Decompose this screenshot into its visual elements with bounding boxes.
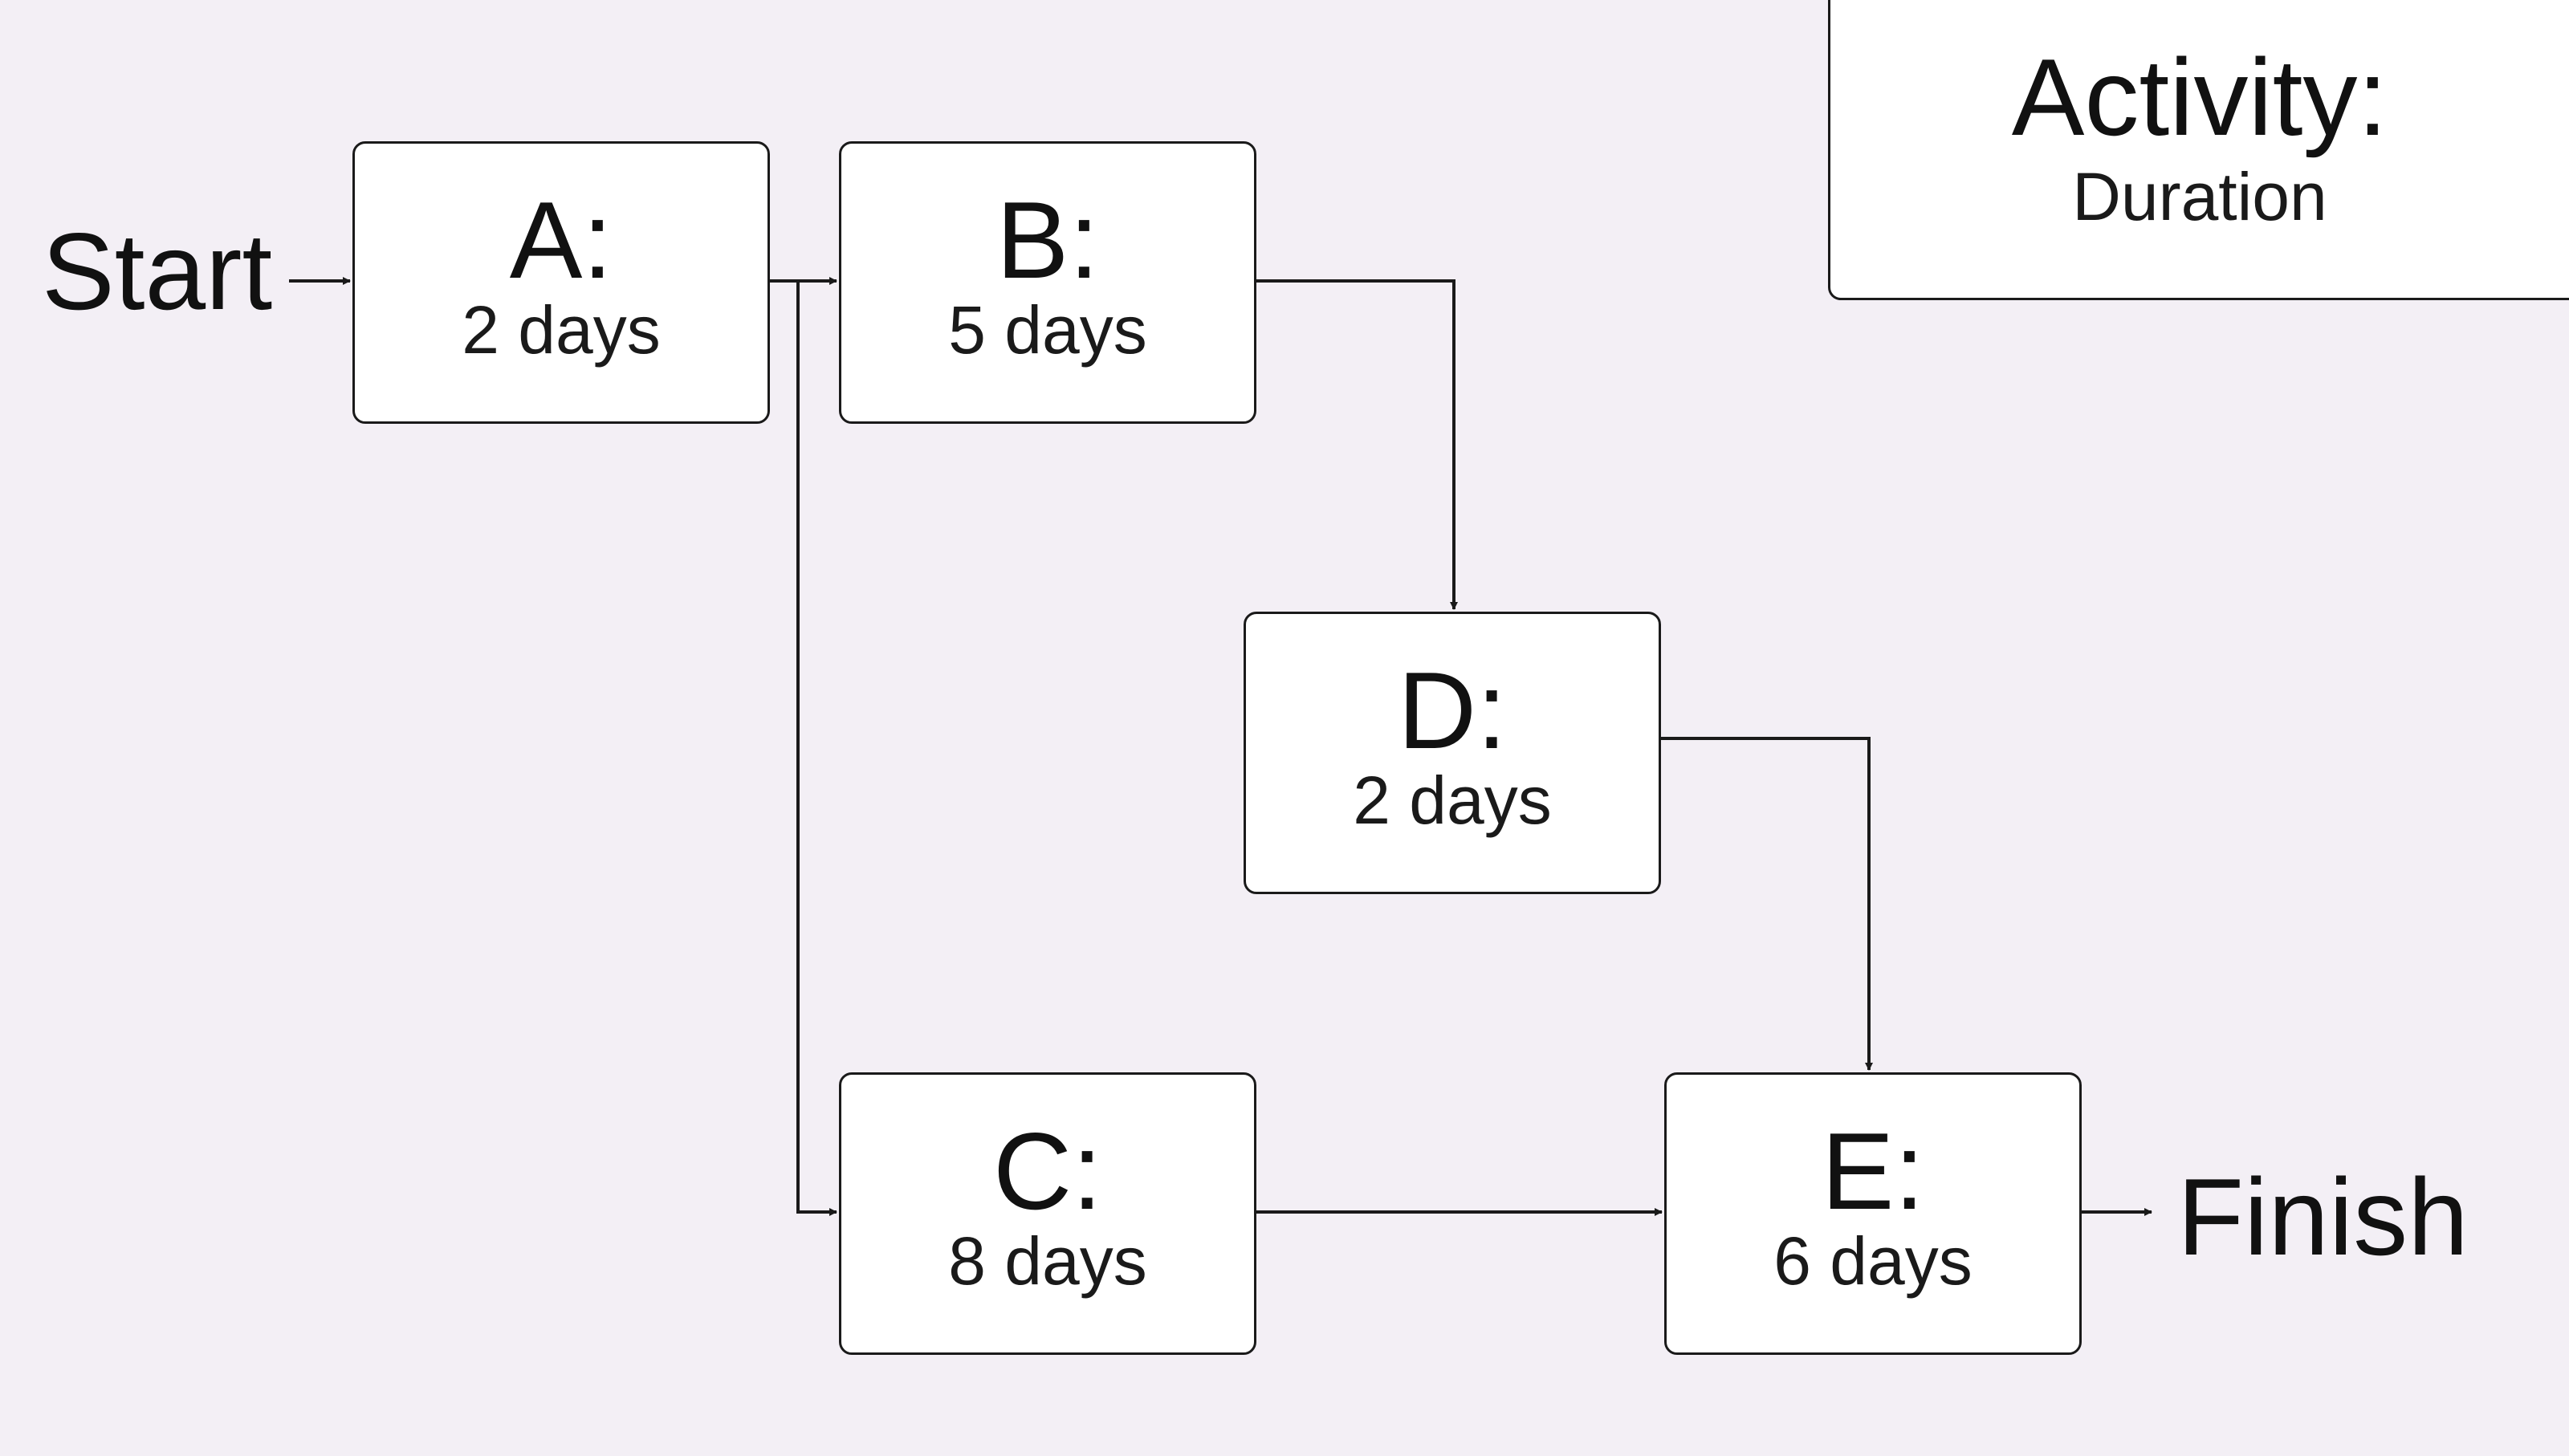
activity-title: B: [995,179,1100,301]
arrow-d-to-e [1661,737,1873,1071]
activity-node-e: E: 6 days [1664,1072,2082,1355]
activity-duration: 2 days [1353,763,1552,838]
legend-subtitle: Duration [2072,159,2327,234]
activity-title: C: [993,1110,1102,1232]
legend-box: Activity: Duration [1828,0,2569,300]
activity-duration: 6 days [1773,1223,1973,1299]
activity-title: D: [1398,649,1507,771]
activity-title: A: [509,179,613,301]
legend-title: Activity: [2011,36,2388,158]
finish-label: Finish [2177,1156,2469,1278]
activity-node-b: B: 5 days [839,141,1256,424]
arrow-b-to-d [1256,279,1458,610]
activity-duration: 5 days [948,292,1147,368]
activity-duration: 2 days [462,292,661,368]
activity-node-c: C: 8 days [839,1072,1256,1355]
activity-node-a: A: 2 days [352,141,770,424]
arrow-a-to-c [796,281,837,1216]
activity-title: E: [1821,1110,1925,1232]
activity-duration: 8 days [948,1223,1147,1299]
start-label: Start [42,210,273,332]
activity-node-d: D: 2 days [1244,612,1661,894]
